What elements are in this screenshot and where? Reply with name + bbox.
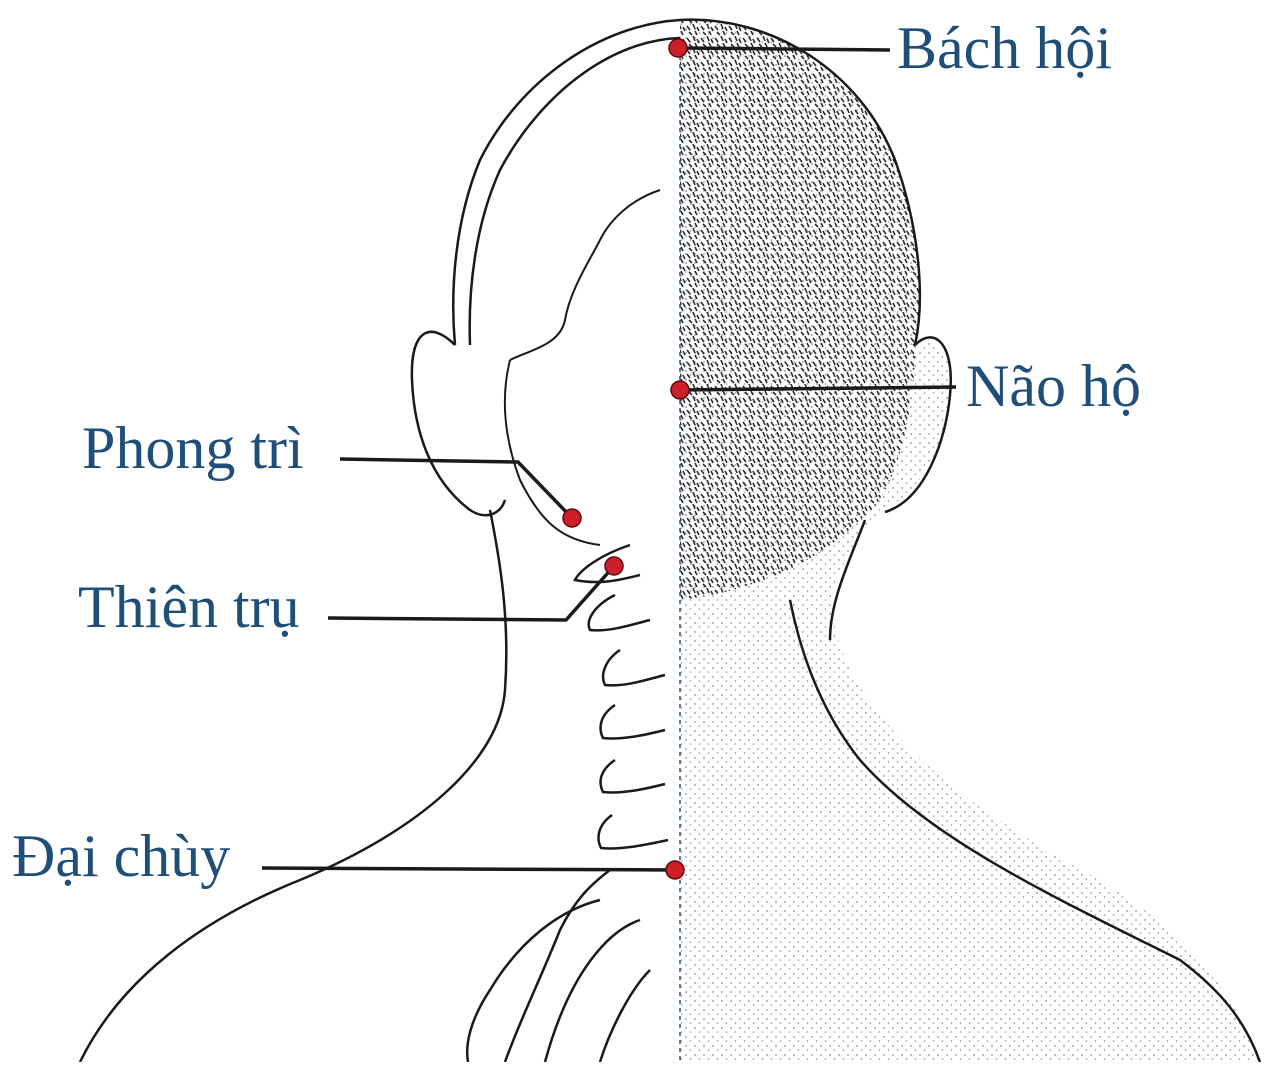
acupoint-markers xyxy=(563,39,689,879)
leader-bach-hoi xyxy=(678,48,890,50)
skin-stipple xyxy=(680,0,1269,1062)
point-nao-ho xyxy=(671,381,689,399)
label-dai-chuy: Đại chùy xyxy=(12,826,230,886)
leader-dai-chuy xyxy=(262,868,675,870)
label-phong-tri: Phong trì xyxy=(82,418,304,478)
point-thien-tru xyxy=(605,557,623,575)
point-dai-chuy xyxy=(666,861,684,879)
label-thien-tru: Thiên trụ xyxy=(78,577,300,637)
label-nao-ho: Não hộ xyxy=(966,356,1141,416)
point-phong-tri xyxy=(563,509,581,527)
label-bach-hoi: Bách hội xyxy=(897,18,1112,78)
leader-thien-tru xyxy=(328,566,614,620)
point-bach-hoi xyxy=(669,39,687,57)
cervical-spine xyxy=(467,545,668,1062)
